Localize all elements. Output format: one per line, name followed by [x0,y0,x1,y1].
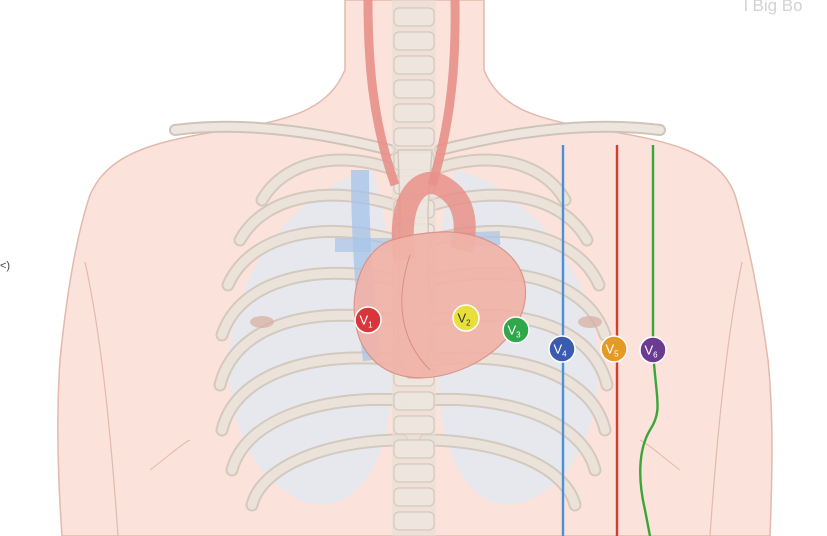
vertebra [394,56,434,74]
vertebra [394,464,434,482]
watermark-fragment: l Big Bo [744,0,803,16]
right-nipple [250,316,274,328]
vertebra [394,32,434,50]
left-nipple [578,316,602,328]
electrode-v2: V2 [453,305,479,331]
electrode-v1: V1 [355,307,381,333]
electrode-v6: V6 [640,337,666,363]
electrode-v3: V3 [503,317,529,343]
vertebra [394,416,434,434]
vertebra [394,392,434,410]
vertebra [394,440,434,458]
vertebra [394,8,434,26]
electrode-v5: V5 [601,336,627,362]
cropped-label-fragment: <) [0,260,10,272]
electrode-v4: V4 [549,336,575,362]
vertebra [394,80,434,98]
vertebra [394,488,434,506]
vertebra [394,512,434,530]
vertebra [394,104,434,122]
vertebra [394,128,434,146]
